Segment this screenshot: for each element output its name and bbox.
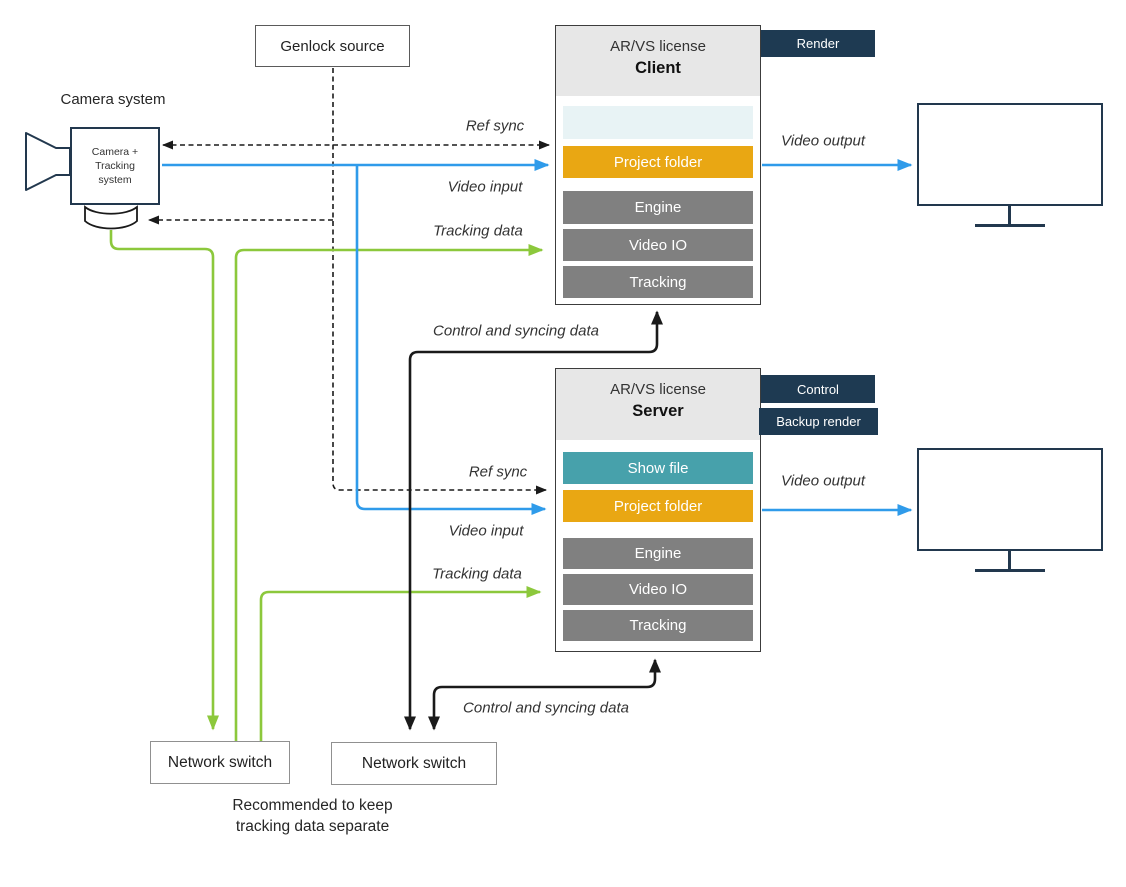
label-video-input-server: Video input xyxy=(448,522,524,540)
server-header: AR/VS license Server xyxy=(556,369,760,440)
label-tracking-data-client: Tracking data xyxy=(433,222,523,240)
client-header: AR/VS license Client xyxy=(556,26,760,96)
edge-video-input-server xyxy=(355,165,547,515)
label-control-sync-server: Control and syncing data xyxy=(463,699,629,717)
genlock-source-label: Genlock source xyxy=(280,37,385,55)
tracking-sensor-icon xyxy=(84,205,138,230)
network-switch-control: Network switch xyxy=(331,742,497,785)
server-row-tracking: Tracking xyxy=(563,610,753,641)
label-video-output-server: Video output xyxy=(781,472,865,490)
edge-control-server-switch xyxy=(428,658,661,731)
edge-control-client-switch xyxy=(404,310,663,731)
camera-system-title: Camera system xyxy=(60,91,166,108)
server-row-video-io: Video IO xyxy=(563,574,753,605)
camera-tracking-unit-box: Camera + Tracking system xyxy=(70,127,160,205)
server-tag-backup-render: Backup render xyxy=(759,408,878,435)
monitor-server xyxy=(917,448,1103,551)
server-tag-control: Control xyxy=(761,375,875,403)
network-switch-tracking: Network switch xyxy=(150,741,290,784)
client-license-label: AR/VS license xyxy=(610,38,706,55)
edge-tracking-switch-to-server xyxy=(259,586,542,741)
monitor-client-stand-base xyxy=(975,224,1045,227)
server-box: AR/VS license Server Show file Project f… xyxy=(555,368,761,652)
monitor-server-stand-stem xyxy=(1008,551,1011,569)
server-row-show-file: Show file xyxy=(563,452,753,484)
label-ref-sync-server: Ref sync xyxy=(468,463,528,481)
label-video-output-client: Video output xyxy=(781,132,865,150)
client-row-empty-slot xyxy=(563,106,753,139)
label-tracking-data-server: Tracking data xyxy=(432,565,522,583)
client-role-label: Client xyxy=(635,59,681,77)
server-license-label: AR/VS license xyxy=(610,381,706,398)
edge-tracking-camera-to-switch xyxy=(109,230,219,731)
edge-genlock-to-server xyxy=(332,68,547,495)
client-row-tracking: Tracking xyxy=(563,266,753,298)
client-box: AR/VS license Client Project folder Engi… xyxy=(555,25,761,305)
label-video-input-client: Video input xyxy=(447,178,523,196)
label-control-sync-client: Control and syncing data xyxy=(433,322,599,340)
client-row-project-folder: Project folder xyxy=(563,146,753,178)
label-ref-sync-client: Ref sync xyxy=(465,117,525,135)
client-row-engine: Engine xyxy=(563,191,753,224)
monitor-server-stand-base xyxy=(975,569,1045,572)
monitor-client xyxy=(917,103,1103,206)
tracking-note: Recommended to keep tracking data separa… xyxy=(232,797,393,835)
client-row-video-io: Video IO xyxy=(563,229,753,261)
server-role-label: Server xyxy=(632,402,684,420)
client-tag-render: Render xyxy=(761,30,875,57)
genlock-source-box: Genlock source xyxy=(255,25,410,67)
edge-tracking-switch-to-client xyxy=(234,244,544,741)
server-row-project-folder: Project folder xyxy=(563,490,753,522)
monitor-client-stand-stem xyxy=(1008,206,1011,224)
server-row-engine: Engine xyxy=(563,538,753,569)
camera-lens-icon xyxy=(25,132,71,191)
camera-tracking-unit-label: Camera + Tracking system xyxy=(91,146,139,186)
